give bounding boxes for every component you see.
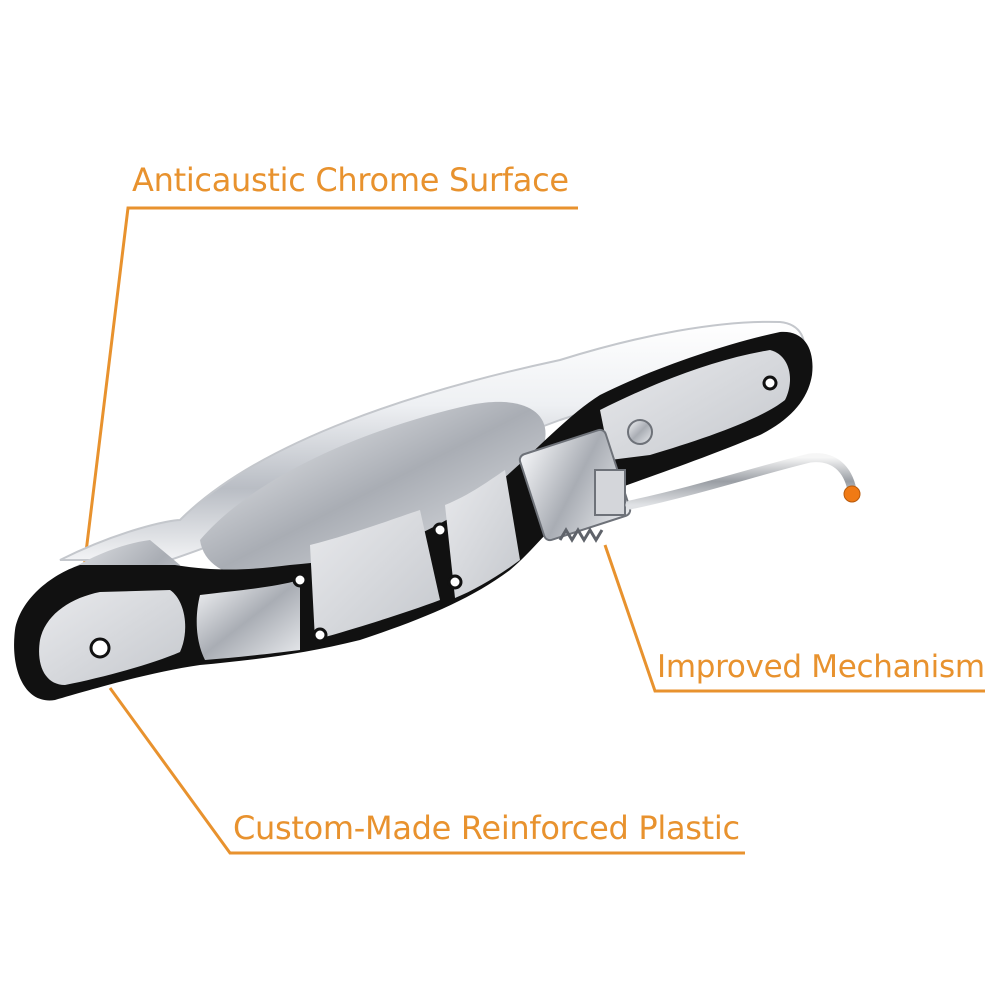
mount-hole-5 bbox=[762, 375, 778, 391]
mount-hole-left bbox=[89, 637, 111, 659]
mechanism bbox=[518, 419, 653, 543]
mount-hole-4 bbox=[447, 574, 463, 590]
inner-panel-right bbox=[445, 470, 520, 598]
callout-leaders bbox=[80, 206, 985, 855]
leader-chrome-surface bbox=[80, 206, 578, 586]
leader-mechanism bbox=[603, 544, 985, 693]
rod-tip bbox=[843, 485, 861, 503]
inner-panel-left bbox=[39, 590, 186, 685]
pivot-knob bbox=[627, 419, 653, 445]
callout-chrome-surface: Anticaustic Chrome Surface bbox=[132, 161, 569, 199]
latch-plate bbox=[594, 469, 626, 516]
inner-panel-center bbox=[310, 510, 440, 640]
inner-panel-mid bbox=[196, 580, 300, 660]
mount-hole-3 bbox=[432, 522, 448, 538]
actuator-rod bbox=[625, 453, 857, 510]
grip-recess bbox=[200, 401, 546, 579]
mount-hole-2 bbox=[312, 627, 328, 643]
callout-mechanism: Improved Mechanism bbox=[657, 649, 985, 685]
door-handle bbox=[14, 320, 861, 701]
leader-plastic bbox=[108, 687, 745, 855]
mounting-holes bbox=[89, 375, 778, 659]
mechanism-spring bbox=[558, 527, 604, 543]
callout-plastic: Custom-Made Reinforced Plastic bbox=[233, 809, 740, 847]
mount-hole-1 bbox=[292, 572, 308, 588]
